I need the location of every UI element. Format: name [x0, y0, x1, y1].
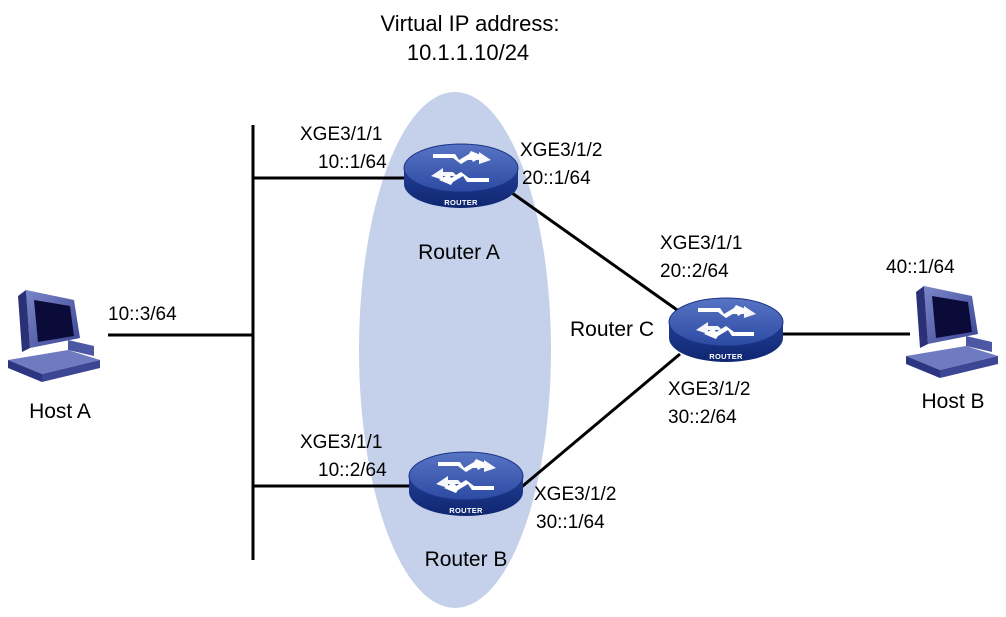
router-b-xge2-label: XGE3/1/2 — [534, 484, 616, 505]
router-b-label: Router B — [425, 548, 508, 571]
host-b-icon[interactable] — [906, 286, 998, 378]
svg-text:ROUTER: ROUTER — [709, 352, 743, 361]
virtual-ip-address: 10.1.1.10/24 — [407, 40, 529, 65]
svg-text:ROUTER: ROUTER — [449, 506, 483, 515]
router-a-icon[interactable]: ROUTER — [403, 143, 519, 209]
router-b-xge1-label: XGE3/1/1 — [300, 432, 382, 453]
router-a-xge2-label: XGE3/1/2 — [520, 140, 602, 161]
link-router-b-router-c — [517, 352, 681, 492]
svg-text:ROUTER: ROUTER — [444, 198, 478, 207]
router-c-ip2-label: 30::2/64 — [668, 407, 737, 428]
router-c-xge1-label: XGE3/1/1 — [660, 233, 742, 254]
router-c-label: Router C — [570, 318, 654, 341]
virtual-ip-title: Virtual IP address: — [381, 11, 560, 36]
router-a-label: Router A — [418, 241, 500, 264]
router-a-ip1-label: 10::1/64 — [318, 152, 387, 173]
host-a-icon[interactable] — [8, 290, 100, 382]
router-a-ip2-label: 20::1/64 — [522, 168, 591, 189]
router-b-ip2-label: 30::1/64 — [536, 512, 605, 533]
host-b-ip-label: 40::1/64 — [886, 257, 955, 278]
host-b-label: Host B — [921, 390, 984, 413]
router-b-icon[interactable]: ROUTER — [408, 451, 524, 517]
router-a-xge1-label: XGE3/1/1 — [300, 124, 382, 145]
host-a-label: Host A — [29, 400, 91, 423]
host-a-ip-label: 10::3/64 — [108, 304, 177, 325]
router-c-ip1-label: 20::2/64 — [660, 261, 729, 282]
router-c-xge2-label: XGE3/1/2 — [668, 379, 750, 400]
router-b-ip1-label: 10::2/64 — [318, 460, 387, 481]
link-router-a-router-c — [504, 186, 681, 314]
router-c-icon[interactable]: ROUTER — [668, 297, 784, 363]
